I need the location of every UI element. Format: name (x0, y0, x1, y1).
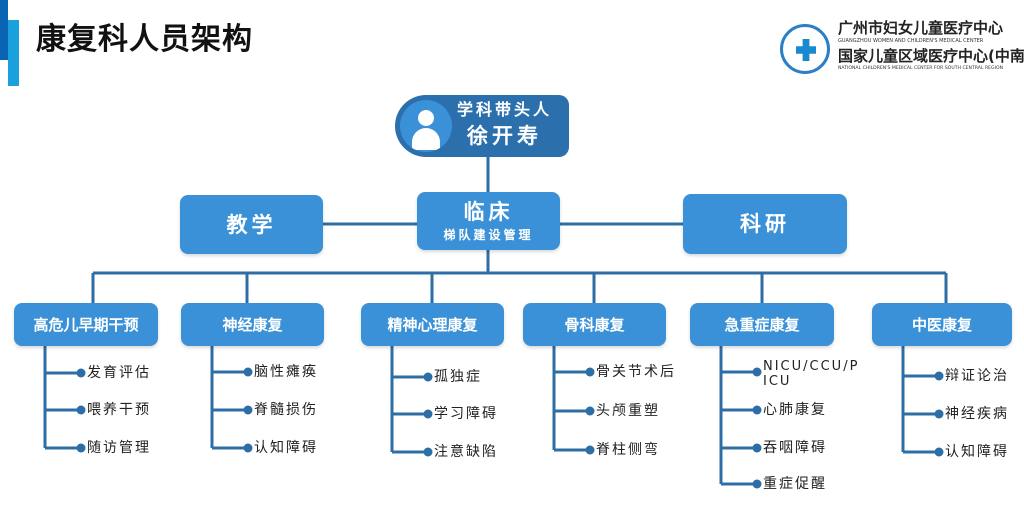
accent-bar (0, 0, 8, 60)
logo-name-en: GUANGZHOU WOMEN AND CHILDREN'S MEDICAL C… (838, 38, 984, 44)
hospital-logo: 广州市妇女儿童医疗中心 GUANGZHOU WOMEN AND CHILDREN… (780, 19, 1024, 80)
accent-bar (8, 20, 19, 86)
department-item: NICU/CCU/PICU (763, 359, 860, 389)
bullet-dot-icon (423, 372, 433, 382)
department-item: 认知障碍 (945, 444, 1009, 460)
department-item: 发育评估 (87, 365, 151, 381)
clinical-node: 临床 梯队建设管理 (417, 192, 560, 250)
department-node: 中医康复 (872, 303, 1012, 346)
department-item: 重症促醒 (763, 476, 827, 492)
clinical-label: 临床 (463, 199, 514, 224)
logo-national-en: NATIONAL CHILDREN'S MEDICAL CENTER FOR S… (838, 66, 1004, 71)
bullet-dot-icon (934, 409, 944, 419)
department-item: 喂养干预 (87, 402, 151, 418)
bullet-dot-icon (423, 447, 433, 457)
department-title: 中医康复 (911, 315, 972, 334)
leader-node: 学科带头人 徐开寿 (395, 95, 569, 157)
department-item: 神经疾病 (945, 406, 1009, 422)
department-node: 急重症康复 (690, 303, 834, 346)
logo-national-cn: 国家儿童区域医疗中心(中南) (838, 47, 1024, 65)
hospital-emblem-icon (780, 24, 830, 74)
department-node: 神经康复 (181, 303, 324, 346)
leader-name: 徐开寿 (467, 124, 542, 148)
bullet-dot-icon (585, 445, 595, 455)
department-item: 脊髓损伤 (254, 402, 318, 418)
department-item: 头颅重塑 (596, 403, 660, 419)
bullet-dot-icon (243, 443, 253, 453)
teaching-label: 教学 (226, 212, 277, 237)
bullet-dot-icon (423, 409, 433, 419)
bullet-dot-icon (243, 405, 253, 415)
department-item: 心肺康复 (763, 402, 827, 418)
leader-role: 学科带头人 (457, 100, 553, 119)
bullet-dot-icon (934, 447, 944, 457)
department-title: 精神心理康复 (387, 315, 478, 334)
department-item: 脑性瘫痪 (254, 364, 318, 380)
department-item: 学习障碍 (434, 406, 498, 422)
bullet-dot-icon (76, 443, 86, 453)
department-item: 注意缺陷 (434, 444, 498, 460)
bullet-dot-icon (752, 367, 762, 377)
bullet-dot-icon (76, 405, 86, 415)
department-item: 认知障碍 (254, 440, 318, 456)
department-node: 精神心理康复 (361, 303, 504, 346)
clinical-sub-label: 梯队建设管理 (443, 227, 534, 242)
bullet-dot-icon (585, 406, 595, 416)
department-item: 吞咽障碍 (763, 440, 827, 456)
department-node: 骨科康复 (523, 303, 666, 346)
bullet-dot-icon (752, 479, 762, 489)
department-item: 随访管理 (87, 440, 151, 456)
department-node: 高危儿早期干预 (14, 303, 158, 346)
teaching-node: 教学 (180, 195, 323, 254)
department-title: 神经康复 (222, 315, 283, 334)
department-item: 骨关节术后 (596, 364, 676, 380)
department-title: 急重症康复 (724, 315, 800, 334)
research-label: 科研 (740, 212, 790, 236)
bullet-dot-icon (76, 368, 86, 378)
department-title: 高危儿早期干预 (33, 315, 139, 334)
logo-name-cn: 广州市妇女儿童医疗中心 (838, 19, 1004, 37)
page-title: 康复科人员架构 (36, 22, 253, 57)
department-title: 骨科康复 (564, 315, 625, 334)
bullet-dot-icon (585, 367, 595, 377)
person-icon (400, 100, 452, 152)
department-item: 脊柱侧弯 (596, 442, 660, 458)
bullet-dot-icon (243, 367, 253, 377)
research-node: 科研 (683, 194, 847, 254)
department-item: 孤独症 (434, 369, 482, 385)
department-item: 辩证论治 (945, 368, 1009, 384)
bullet-dot-icon (934, 371, 944, 381)
bullet-dot-icon (752, 405, 762, 415)
bullet-dot-icon (752, 443, 762, 453)
